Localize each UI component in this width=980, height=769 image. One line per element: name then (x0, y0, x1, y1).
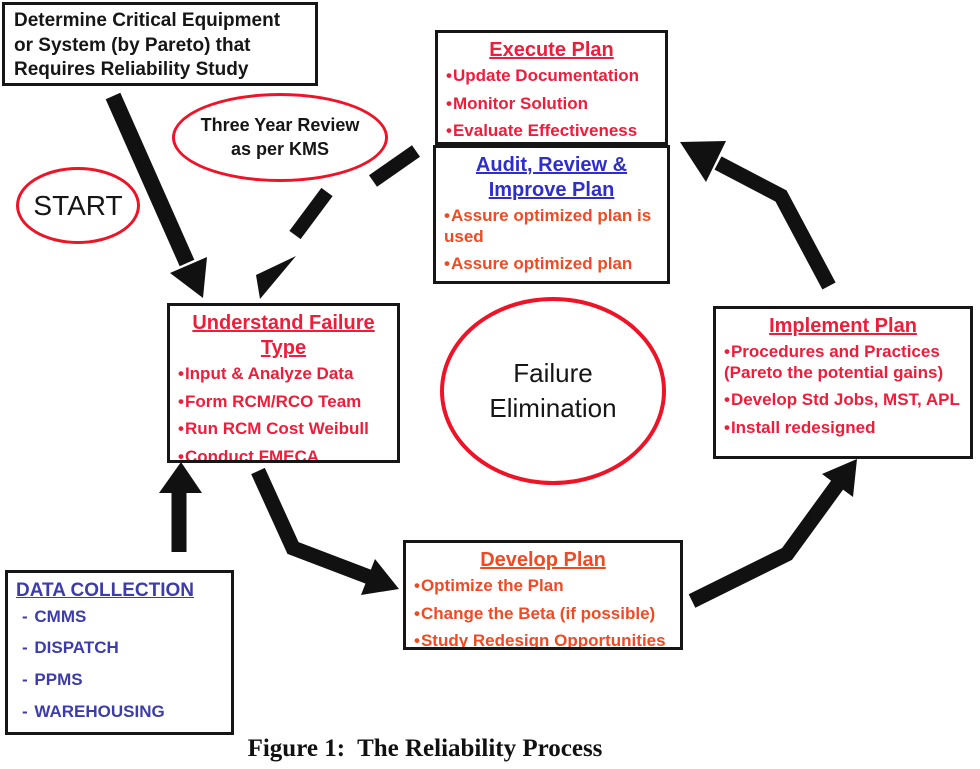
list-item: Assure optimized plan is used (444, 206, 663, 247)
arrow-develop-to-implement (688, 459, 857, 608)
failure-elimination-ellipse: Failure Elimination (440, 297, 666, 485)
understand-failure-type-list: Input & Analyze Data Form RCM/RCO Team R… (170, 364, 397, 460)
implement-plan-title: Implement Plan (769, 315, 917, 337)
data-collection-list: CMMS DISPATCH PPMS WAREHOUSING LOGS (14, 607, 225, 732)
list-item: Study Redesign Opportunities (414, 631, 676, 647)
start-ellipse: START (16, 167, 140, 244)
list-item: Monitor Solution (446, 94, 661, 115)
execute-plan-title: Execute Plan (489, 39, 614, 61)
list-item: Develop Std Jobs, MST, APL (724, 390, 966, 411)
list-item: Update Documentation (446, 66, 661, 87)
audit-review-improve-title: Audit, Review & Improve Plan (475, 154, 628, 201)
implement-plan-list: Procedures and Practices (Pareto the pot… (716, 342, 970, 439)
audit-review-improve-list: Assure optimized plan is used Assure opt… (436, 206, 667, 275)
develop-plan-title: Develop Plan (480, 549, 606, 571)
data-collection-box: DATA COLLECTION CMMS DISPATCH PPMS WAREH… (5, 570, 234, 735)
data-collection-title: DATA COLLECTION (16, 580, 195, 601)
start-label: START (33, 189, 123, 221)
list-item: CMMS (22, 607, 221, 628)
list-item: PPMS (22, 670, 221, 691)
determine-line-1: Determine Critical Equipment (14, 10, 281, 31)
list-item: Optimize the Plan (414, 576, 676, 597)
determine-critical-equipment-box: Determine Critical Equipment or System (… (2, 2, 318, 86)
execute-plan-list: Update Documentation Monitor Solution Ev… (438, 66, 665, 142)
arrow-three-year-review-dashed (256, 145, 421, 299)
understand-failure-type-box: Understand Failure Type Input & Analyze … (167, 303, 400, 463)
list-item: Conduct FMECA (178, 447, 393, 460)
develop-plan-list: Optimize the Plan Change the Beta (if po… (406, 576, 680, 647)
list-item: WAREHOUSING (22, 702, 221, 723)
figure-caption: Figure 1: The Reliability Process (247, 735, 603, 762)
list-item: Evaluate Effectiveness (446, 121, 661, 142)
implement-plan-box: Implement Plan Procedures and Practices … (713, 306, 973, 459)
determine-line-3: Requires Reliability Study (14, 59, 249, 81)
list-item: Form RCM/RCO Team (178, 392, 393, 413)
list-item: DISPATCH (22, 638, 221, 659)
failure-elimination-label: Failure Elimination (489, 357, 617, 423)
arrow-data-collection-to-understand (159, 462, 202, 552)
arrow-determine-to-understand (105, 92, 207, 298)
audit-review-improve-box: Audit, Review & Improve Plan Assure opti… (433, 145, 670, 284)
list-item: Input & Analyze Data (178, 364, 393, 385)
arrow-implement-to-execute (680, 141, 836, 290)
three-year-review-ellipse: Three Year Review as per KMS (172, 93, 388, 182)
list-item: Run RCM Cost Weibull (178, 419, 393, 440)
execute-plan-box: Execute Plan Update Documentation Monito… (435, 30, 668, 145)
develop-plan-box: Develop Plan Optimize the Plan Change th… (403, 540, 683, 650)
list-item: Install redesigned (724, 418, 966, 439)
list-item: Change the Beta (if possible) (414, 604, 676, 625)
list-item: Assure optimized plan (444, 254, 663, 275)
list-item: Procedures and Practices (Pareto the pot… (724, 342, 966, 383)
understand-failure-type-title: Understand Failure Type (192, 312, 375, 359)
three-year-review-label: Three Year Review as per KMS (200, 115, 360, 159)
arrow-understand-to-develop (251, 467, 399, 595)
determine-line-2: or System (by Pareto) that (14, 34, 251, 56)
